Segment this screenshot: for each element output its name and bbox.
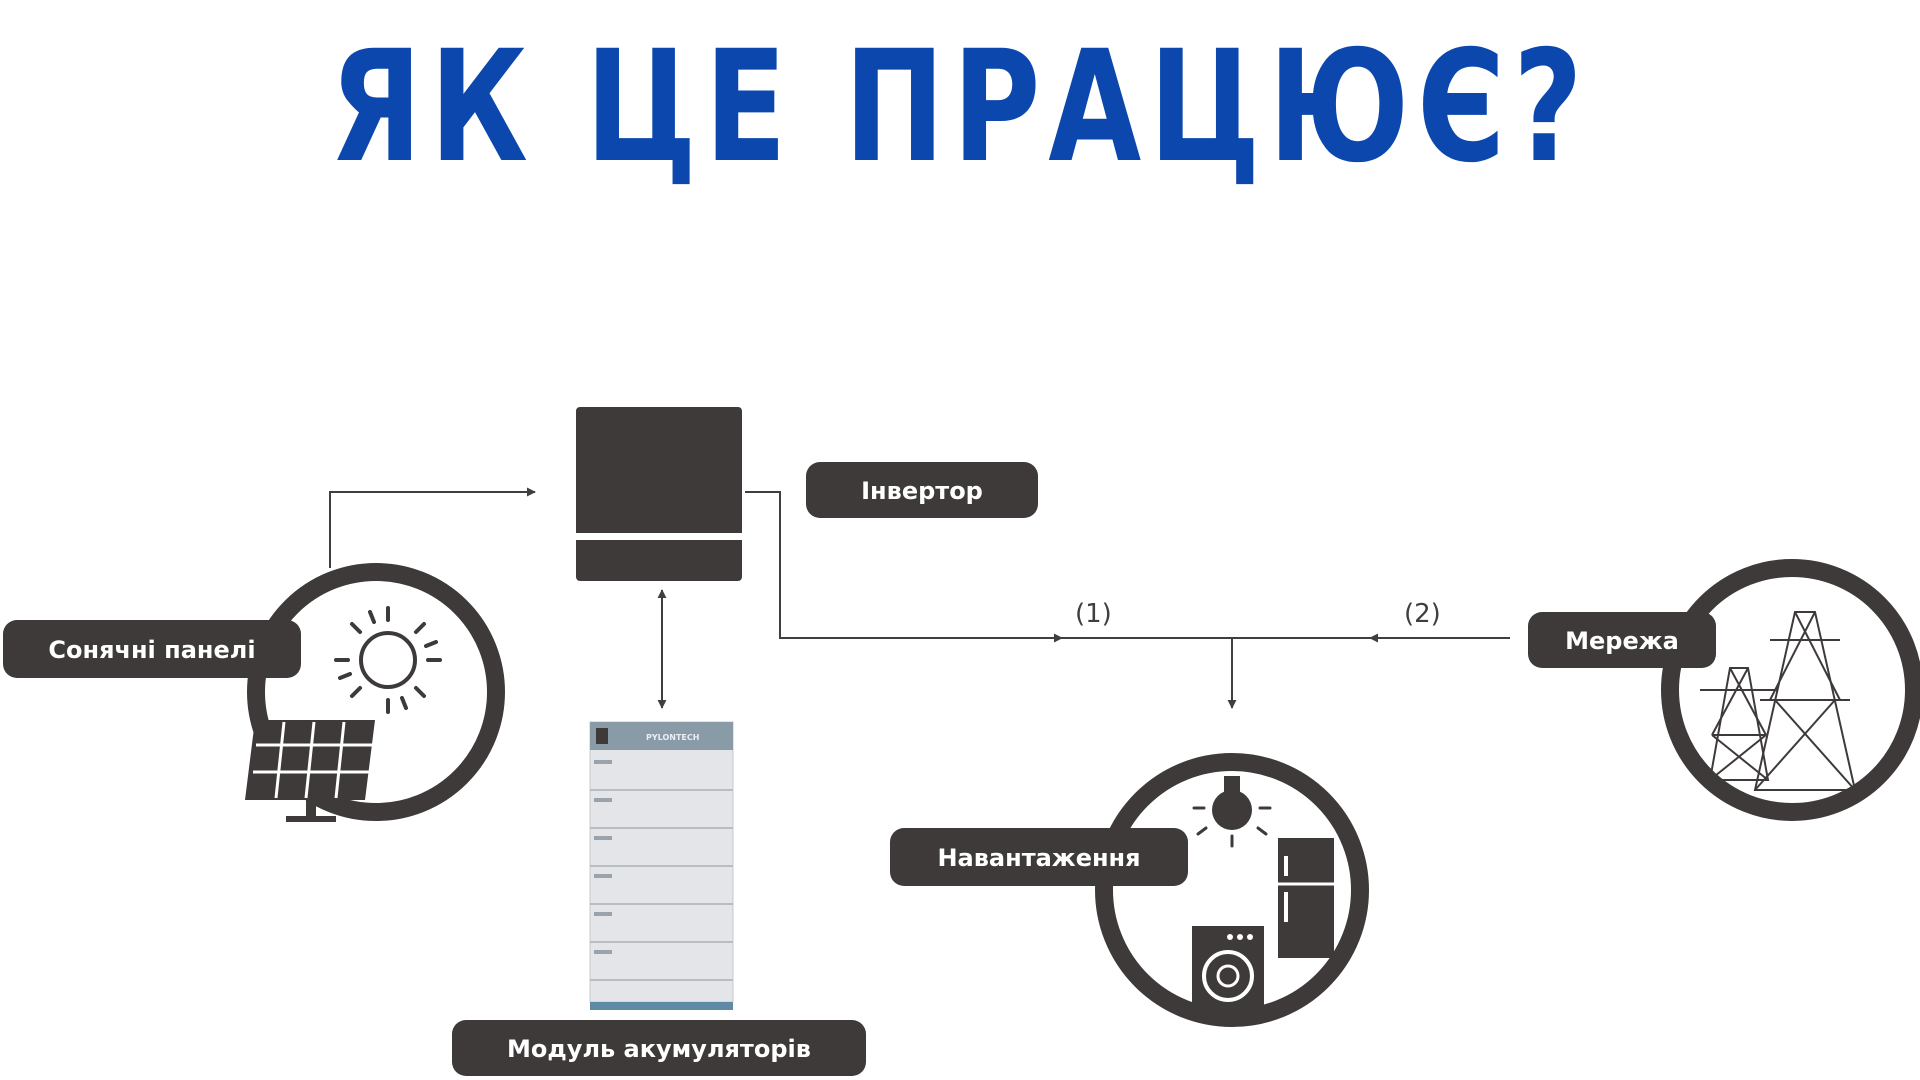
- inverter-to-bus-line: [745, 491, 1063, 643]
- washing-machine-icon: [1192, 926, 1264, 1016]
- inverter-icon: [576, 407, 742, 581]
- load-circle: [1095, 753, 1369, 1027]
- battery-brand: PYLONTECH: [646, 733, 699, 742]
- grid-circle: [1661, 559, 1920, 821]
- connection-lines: [329, 487, 1510, 709]
- sun-icon: [334, 606, 442, 714]
- solar-label: Сонячні панелі: [3, 620, 301, 678]
- svg-text:Сонячні панелі: Сонячні панелі: [48, 636, 255, 664]
- flow-label-2: (2): [1404, 599, 1441, 629]
- svg-text:Мережа: Мережа: [1565, 627, 1679, 655]
- load-label: Навантаження: [890, 828, 1188, 886]
- svg-text:Модуль акумуляторів: Модуль акумуляторів: [507, 1035, 811, 1063]
- svg-text:Навантаження: Навантаження: [937, 844, 1140, 872]
- power-tower-icon: [1700, 611, 1857, 791]
- solar-to-inverter-line: [329, 487, 536, 568]
- light-bulb-icon: [1192, 776, 1272, 848]
- solar-circle: [245, 563, 505, 822]
- battery-label: Модуль акумуляторів: [452, 1020, 866, 1076]
- page-title: ЯК ЦЕ ПРАЦЮЄ?: [329, 18, 1591, 197]
- fridge-icon: [1278, 838, 1334, 958]
- flow-label-1: (1): [1075, 599, 1112, 629]
- grid-label: Мережа: [1528, 612, 1716, 668]
- battery-module-icon: PYLONTECH: [589, 721, 734, 1010]
- svg-text:Інвертор: Інвертор: [861, 477, 983, 505]
- inverter-label: Інвертор: [806, 462, 1038, 518]
- solar-panel-icon: [245, 720, 375, 822]
